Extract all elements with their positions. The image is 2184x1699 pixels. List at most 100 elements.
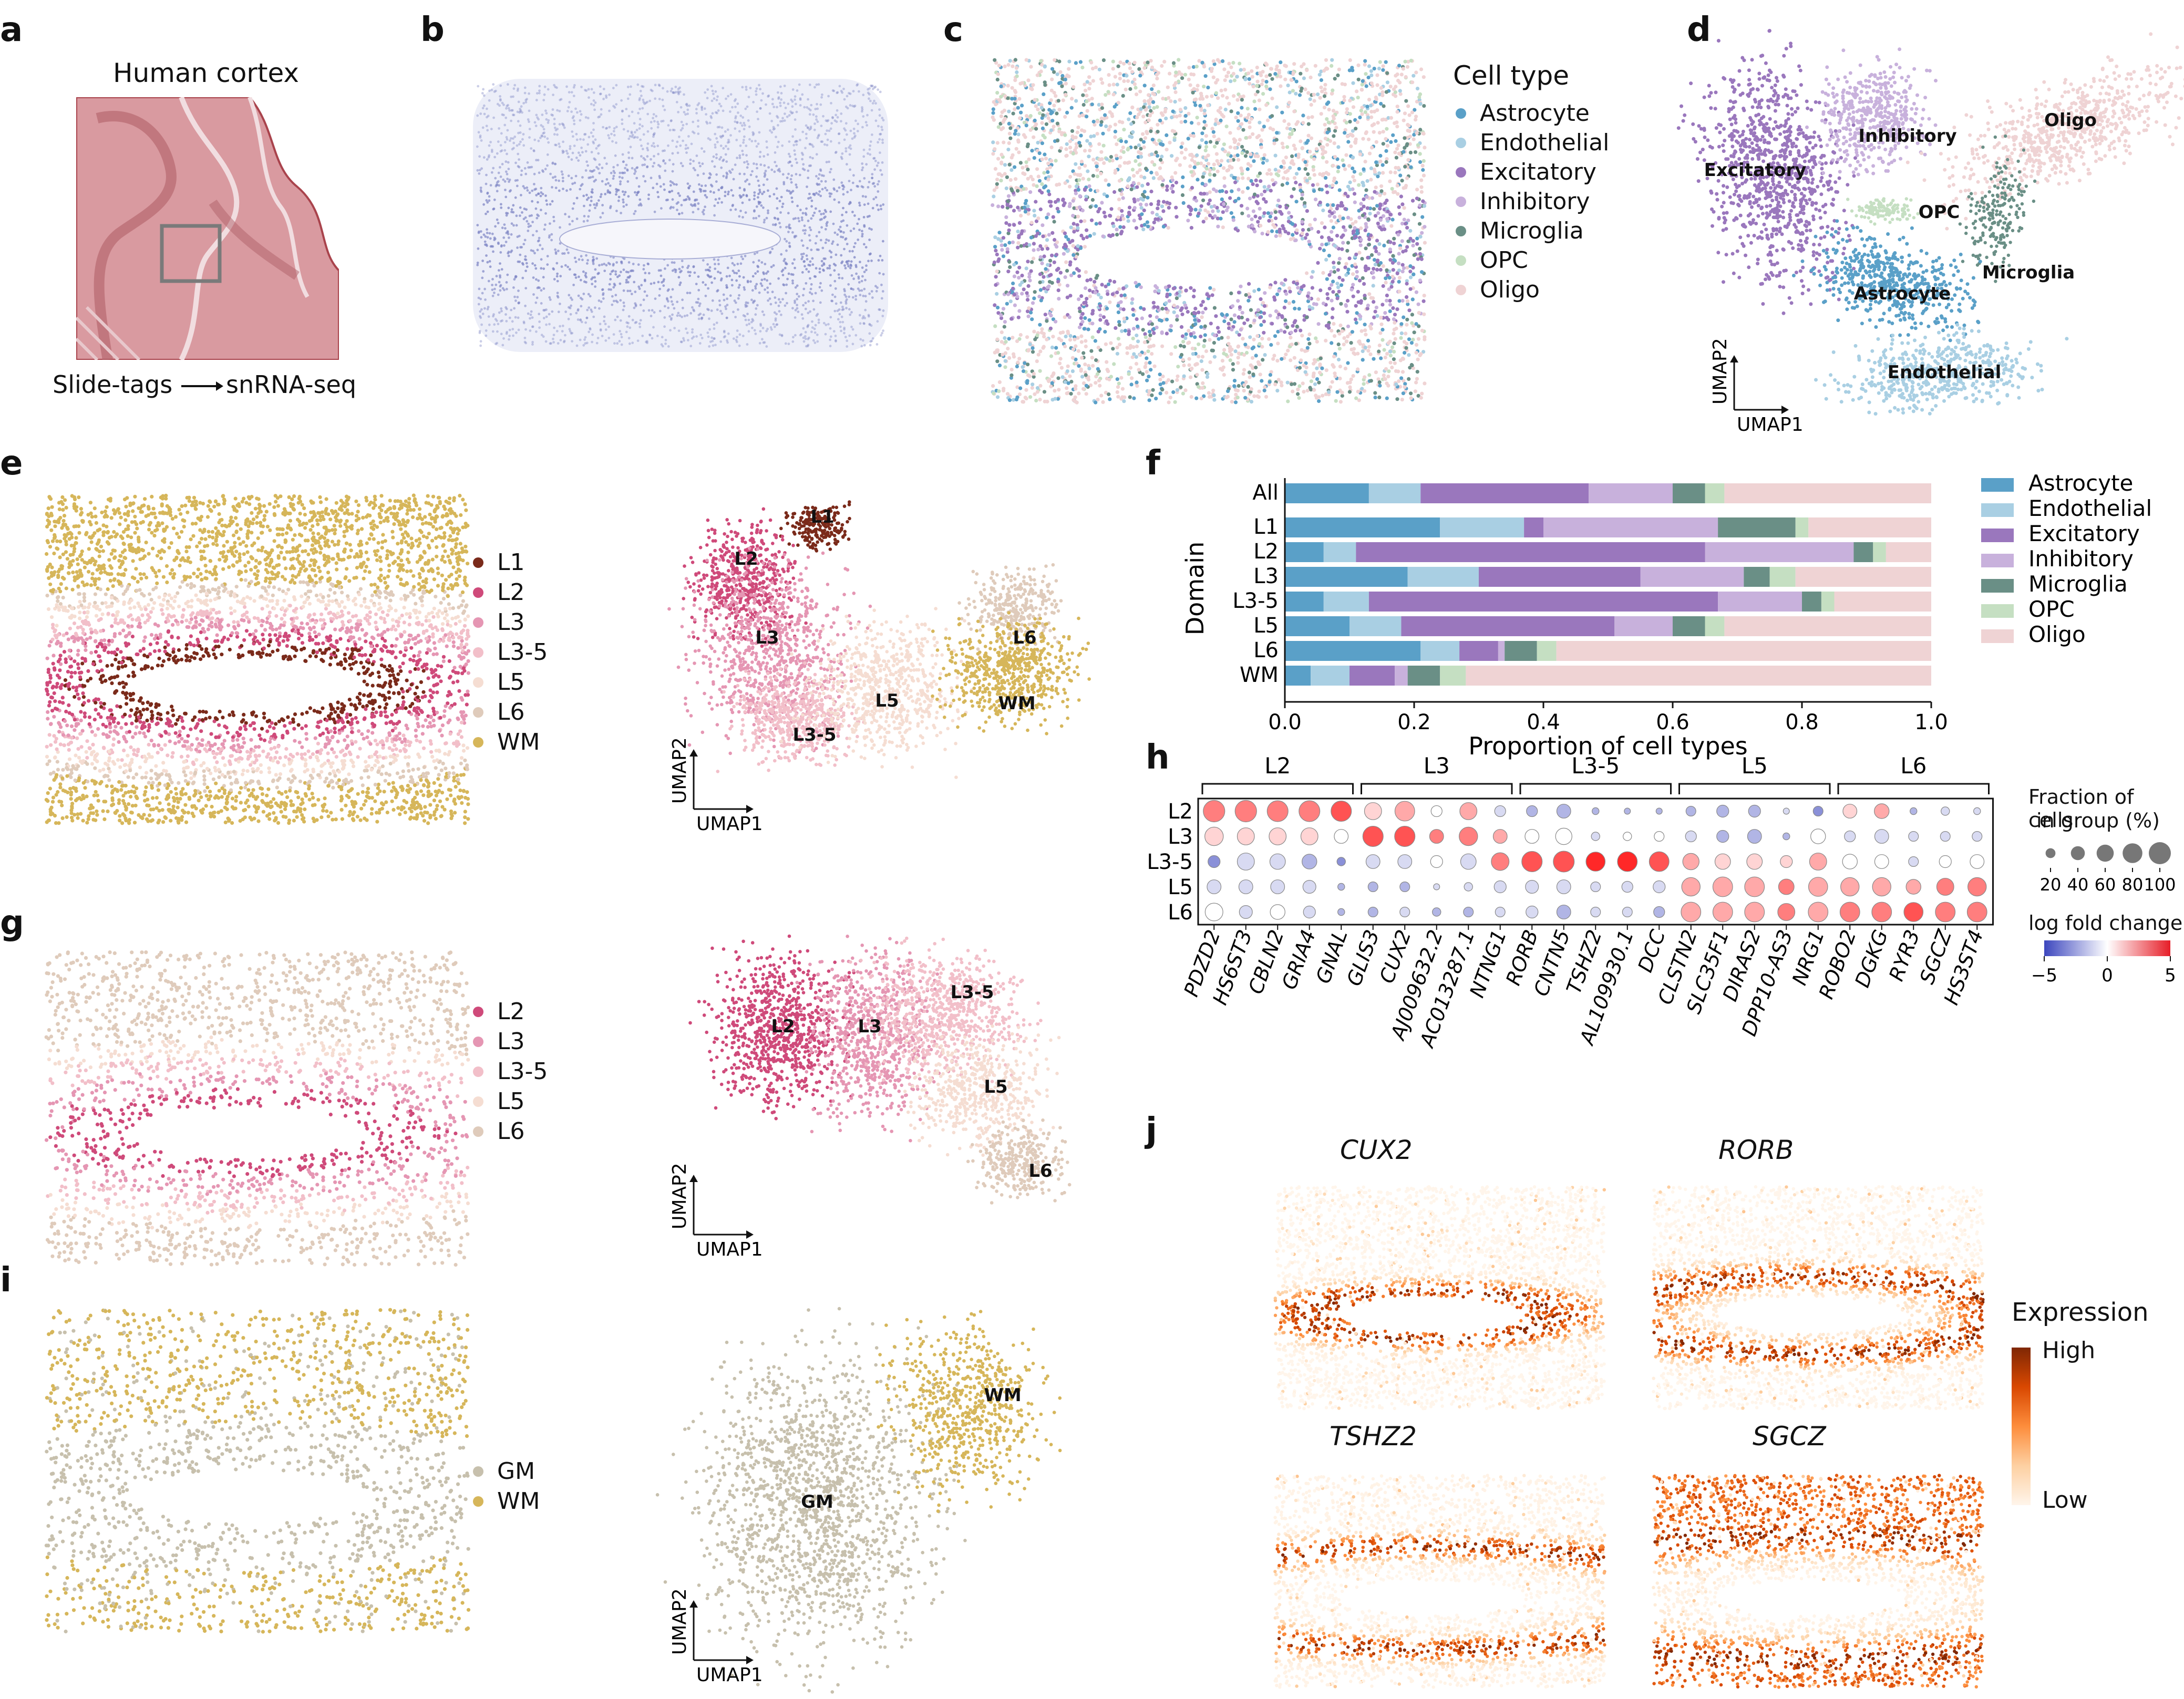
cell-point bbox=[1056, 397, 1060, 401]
cell-point bbox=[1118, 307, 1123, 311]
histology-dot bbox=[521, 276, 524, 279]
histology-dot bbox=[720, 136, 723, 139]
histology-dot bbox=[842, 206, 844, 210]
histology-dot bbox=[516, 89, 519, 92]
histology-dot bbox=[577, 159, 580, 162]
histology-dot bbox=[745, 144, 748, 147]
histology-dot bbox=[561, 177, 564, 179]
cell-point bbox=[1080, 312, 1085, 316]
histology-dot bbox=[593, 108, 596, 111]
cell-point bbox=[1359, 329, 1364, 333]
histology-dot bbox=[828, 192, 831, 195]
histology-dot bbox=[791, 279, 794, 282]
cell-point bbox=[1220, 336, 1224, 340]
cell-point bbox=[1358, 172, 1363, 176]
histology-dot bbox=[511, 148, 514, 151]
cell-point bbox=[1342, 336, 1346, 340]
histology-dot bbox=[741, 124, 744, 127]
cell-point bbox=[1052, 260, 1056, 264]
cell-point bbox=[1027, 275, 1032, 279]
cell-point bbox=[1016, 106, 1020, 110]
cell-point bbox=[1203, 208, 1208, 212]
histology-dot bbox=[534, 267, 538, 270]
histology-dot bbox=[561, 180, 564, 183]
histology-dot bbox=[869, 340, 872, 343]
cell-point bbox=[1323, 150, 1327, 154]
histology-dot bbox=[597, 299, 601, 302]
histology-dot bbox=[785, 225, 788, 229]
cell-point bbox=[1212, 398, 1217, 402]
histology-dot bbox=[708, 176, 712, 179]
histology-dot bbox=[501, 113, 504, 116]
histology-dot bbox=[634, 322, 637, 324]
histology-dot bbox=[491, 284, 493, 286]
histology-dot bbox=[861, 233, 864, 235]
histology-dot bbox=[838, 308, 841, 311]
histology-dot bbox=[759, 107, 762, 110]
histology-dot bbox=[685, 151, 688, 154]
histology-dot bbox=[807, 177, 810, 179]
histology-dot bbox=[726, 304, 729, 306]
cell-point bbox=[1331, 307, 1335, 311]
histology-dot bbox=[499, 274, 501, 277]
cell-point bbox=[1003, 320, 1007, 324]
histology-dot bbox=[478, 329, 481, 333]
cell-point bbox=[1353, 118, 1357, 122]
histology-dot bbox=[605, 127, 609, 130]
cell-point bbox=[1219, 118, 1223, 122]
histology-dot bbox=[598, 264, 601, 267]
histology-dot bbox=[514, 161, 517, 164]
histology-dot bbox=[568, 294, 571, 297]
histology-dot bbox=[638, 287, 641, 290]
histology-dot bbox=[742, 314, 745, 317]
histology-dot bbox=[601, 167, 604, 169]
histology-dot bbox=[801, 158, 803, 161]
cell-point bbox=[1005, 302, 1009, 306]
histology-dot bbox=[647, 309, 651, 312]
cell-point bbox=[1377, 343, 1382, 348]
histology-dot bbox=[843, 328, 846, 331]
cell-point bbox=[1285, 126, 1290, 130]
histology-dot bbox=[808, 234, 811, 237]
histology-dot bbox=[488, 260, 491, 263]
cell-point bbox=[1007, 162, 1012, 167]
cell-point bbox=[1415, 87, 1420, 91]
cell-point bbox=[1274, 309, 1278, 313]
cell-point bbox=[1165, 292, 1169, 296]
histology-dot bbox=[589, 204, 592, 206]
cell-point bbox=[1110, 292, 1115, 296]
histology-dot bbox=[755, 283, 758, 286]
histology-dot bbox=[477, 247, 480, 250]
cell-point bbox=[1394, 156, 1398, 160]
histology-dot bbox=[846, 133, 848, 136]
histology-dot bbox=[641, 163, 644, 167]
histology-dot bbox=[665, 297, 668, 300]
histology-dot bbox=[477, 85, 480, 88]
histology-dot bbox=[831, 117, 834, 119]
cell-point bbox=[1275, 64, 1279, 68]
histology-dot bbox=[629, 134, 632, 138]
cell-point bbox=[1383, 355, 1387, 360]
cell-point bbox=[1038, 244, 1043, 248]
cell-point bbox=[1094, 65, 1098, 69]
cell-point bbox=[1088, 294, 1092, 298]
histology-dot bbox=[876, 320, 879, 323]
histology-dot bbox=[546, 137, 549, 140]
histology-dot bbox=[741, 257, 744, 261]
cell-point bbox=[1367, 373, 1372, 377]
histology-dot bbox=[878, 114, 881, 117]
cell-point bbox=[1107, 128, 1111, 132]
histology-dot bbox=[512, 204, 515, 207]
cell-point bbox=[1287, 301, 1291, 305]
cell-point bbox=[1087, 87, 1091, 91]
cell-point bbox=[1165, 188, 1169, 192]
histology-dot bbox=[612, 105, 615, 108]
histology-dot bbox=[512, 147, 515, 150]
histology-dot bbox=[637, 190, 640, 193]
cell-point bbox=[1393, 337, 1397, 341]
histology-dot bbox=[772, 128, 775, 131]
histology-dot bbox=[710, 309, 713, 312]
cell-point bbox=[995, 292, 999, 296]
histology-dot bbox=[740, 255, 743, 258]
histology-dot bbox=[664, 162, 667, 165]
